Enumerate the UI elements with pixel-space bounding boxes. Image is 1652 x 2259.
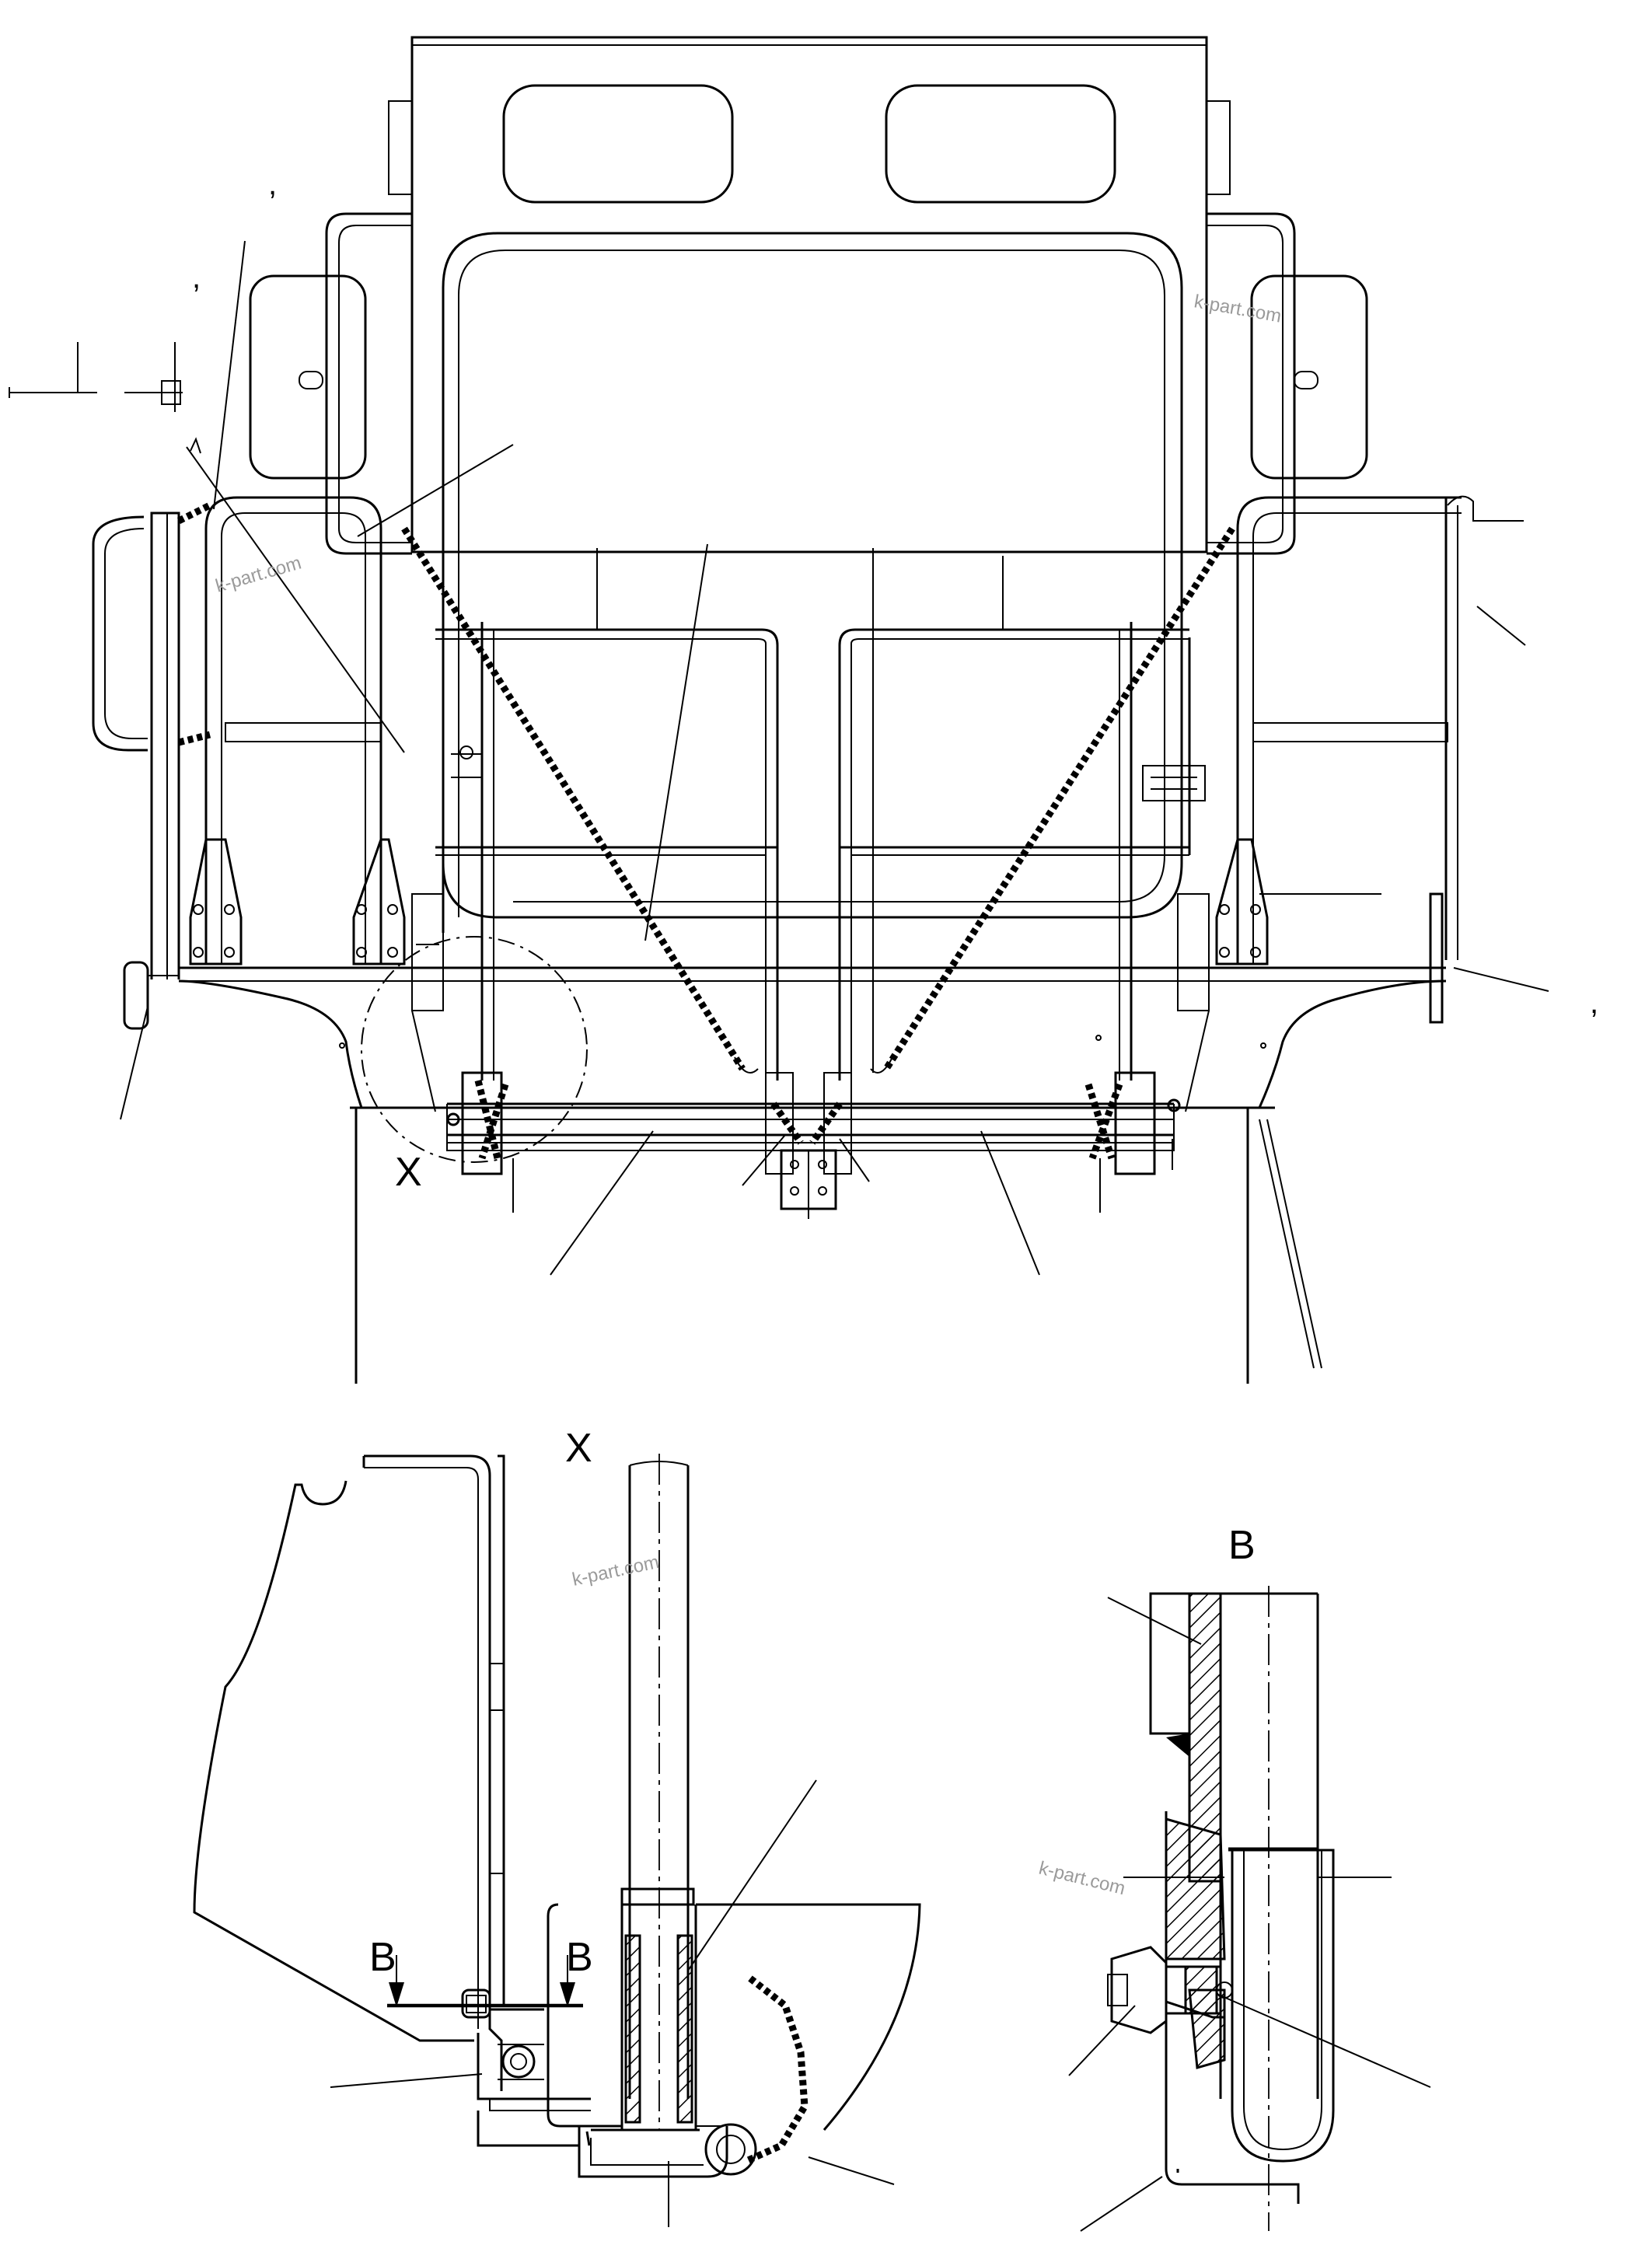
upper-handrails: [325, 212, 1296, 555]
side-windows: [249, 274, 1368, 480]
left-side-rail: [92, 496, 406, 1030]
watermark: k-part.com: [1037, 1858, 1128, 1900]
callout-comma: ,: [1590, 986, 1598, 1020]
right-gate: [823, 622, 1191, 1175]
bottom-beam: [446, 1098, 1181, 1210]
detail-circle-x: [361, 936, 588, 1163]
section-arrows: [387, 1955, 583, 2008]
callout-comma: ,: [268, 167, 277, 201]
safety-chains: [401, 526, 1235, 1160]
callout-comma: ,: [192, 260, 201, 295]
section-bolt: [1107, 1946, 1233, 2034]
watermark: k-part.com: [571, 1552, 661, 1590]
cab-body: [388, 36, 1231, 933]
hinge-tube: [620, 1454, 697, 2132]
bracket-plate: [193, 1454, 591, 2147]
section-view-b: B: [1037, 1523, 1431, 2232]
view-x-marker: X: [395, 1150, 422, 1195]
detail-x-leaders: [330, 1779, 895, 2227]
section-b-leaders: [1068, 1597, 1431, 2232]
right-side-rail: [1142, 495, 1524, 1024]
leader-lines: [120, 240, 1549, 1276]
gate-frame: [547, 1903, 921, 2178]
section-b-left: B: [369, 1935, 396, 1980]
detail-chain: [745, 1975, 809, 2165]
left-gate: [435, 622, 794, 1175]
view-b-title: B: [1228, 1523, 1256, 1568]
section-plate: [1149, 1592, 1318, 2204]
main-view: X , , , k-part.com k-part.com: [9, 36, 1598, 1384]
section-b-right: B: [566, 1935, 593, 1980]
detail-view-x: X: [193, 1426, 921, 2227]
platform-deck: [178, 893, 1447, 1384]
view-x-title: X: [565, 1426, 592, 1471]
hardware-pin: [9, 342, 483, 778]
section-tube: [1219, 1586, 1335, 2231]
watermark: k-part.com: [213, 553, 303, 597]
